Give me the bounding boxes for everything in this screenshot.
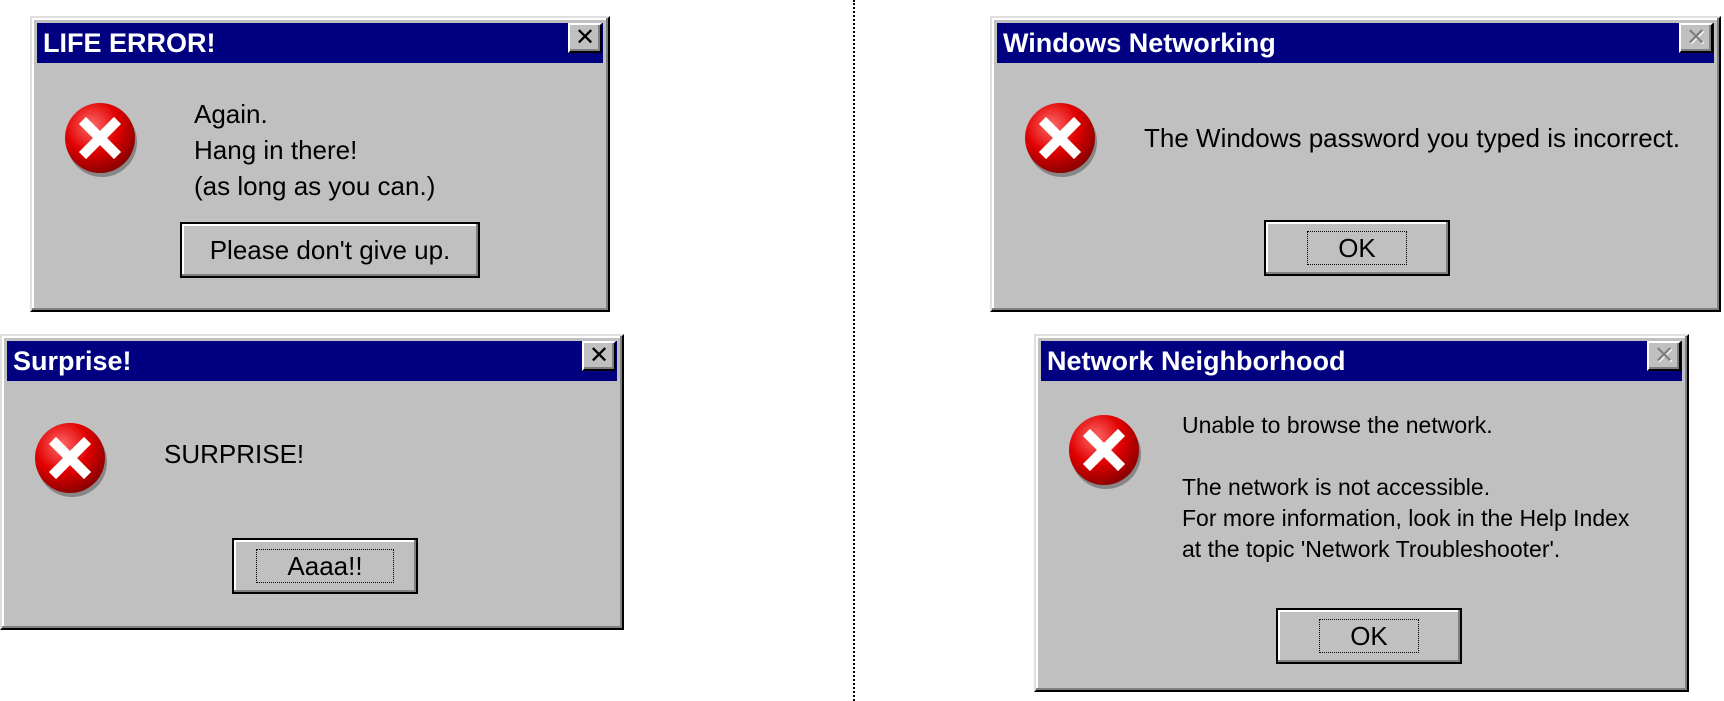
message-spacer [1182,441,1629,472]
close-button[interactable]: ✕ [568,23,602,53]
button-label: Please don't give up. [209,234,451,265]
dialog-title: Surprise! [13,346,132,376]
dont-give-up-button[interactable]: Please don't give up. [180,222,480,278]
dialog-title: LIFE ERROR! [43,28,216,58]
close-button[interactable]: ✕ [1679,23,1713,53]
dialog-message: Again. Hang in there! (as long as you ca… [194,96,435,204]
windows-networking-dialog: Windows Networking ✕ The Windows passwor… [990,16,1721,312]
error-icon [32,418,112,498]
dialog-title: Windows Networking [1003,28,1276,58]
message-line: Again. [194,99,268,129]
dialog-message: The Windows password you typed is incorr… [1144,120,1680,156]
network-neighborhood-dialog: Network Neighborhood ✕ Unable to browse … [1034,334,1689,692]
ok-button[interactable]: OK [1264,220,1450,276]
message-line: For more information, look in the Help I… [1182,505,1630,531]
dialog-titlebar[interactable]: Surprise! [7,341,617,381]
close-button[interactable]: ✕ [582,341,616,371]
dialog-title: Network Neighborhood [1047,346,1346,376]
message-line: The network is not accessible. [1182,474,1491,500]
dialog-message: SURPRISE! [164,436,304,472]
message-line: Unable to browse the network. [1182,412,1493,438]
ok-button[interactable]: OK [1276,608,1462,664]
surprise-dialog: Surprise! ✕ SURPRISE! Aaaa!! [0,334,624,630]
dialog-titlebar[interactable]: Network Neighborhood [1041,341,1682,381]
dialog-titlebar[interactable]: Windows Networking [997,23,1714,63]
message-line: Hang in there! [194,135,358,165]
life-error-dialog: LIFE ERROR! ✕ Again. Hang in there! (as … [30,16,610,312]
dialog-message: Unable to browse the network. The networ… [1182,410,1629,565]
button-label: OK [1319,619,1419,653]
error-icon [1022,98,1102,178]
error-icon [62,98,142,178]
close-button[interactable]: ✕ [1647,341,1681,371]
message-line: SURPRISE! [164,439,305,469]
button-label: Aaaa!! [256,549,394,583]
button-label: OK [1307,231,1407,265]
aaaa-button[interactable]: Aaaa!! [232,538,418,594]
error-icon [1066,410,1146,490]
message-line: at the topic 'Network Troubleshooter'. [1182,536,1561,562]
page-divider [853,0,855,701]
message-line: The Windows password you typed is incorr… [1144,123,1681,153]
dialog-titlebar[interactable]: LIFE ERROR! [37,23,603,63]
message-line: (as long as you can.) [194,171,436,201]
